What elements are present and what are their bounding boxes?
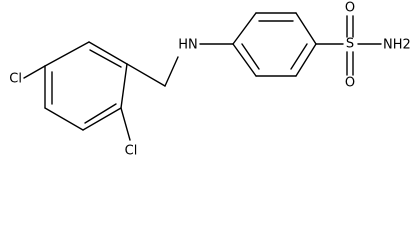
dichlorophenyl-ring [44,41,128,131]
nh2-label: NH2 [383,38,411,53]
bond-s-o-bottom [346,51,354,76]
sulfur-label: S [346,37,354,52]
chlorine-left-label: Cl [9,72,22,87]
bond-s-o-top [346,15,354,38]
amine-nh-label: HN [178,38,198,53]
benzene-ring [232,12,317,77]
bond-cl-left [23,65,46,79]
bond-cl-bottom [120,107,131,141]
molecule-structure: Cl Cl HN S O O NH2 [9,1,411,159]
bond-ch2-nh [164,56,179,87]
oxygen-top-label: O [345,1,355,16]
chlorine-bottom-label: Cl [125,144,138,159]
bond-ring-ch2 [126,63,166,87]
oxygen-bottom-label: O [345,76,355,91]
